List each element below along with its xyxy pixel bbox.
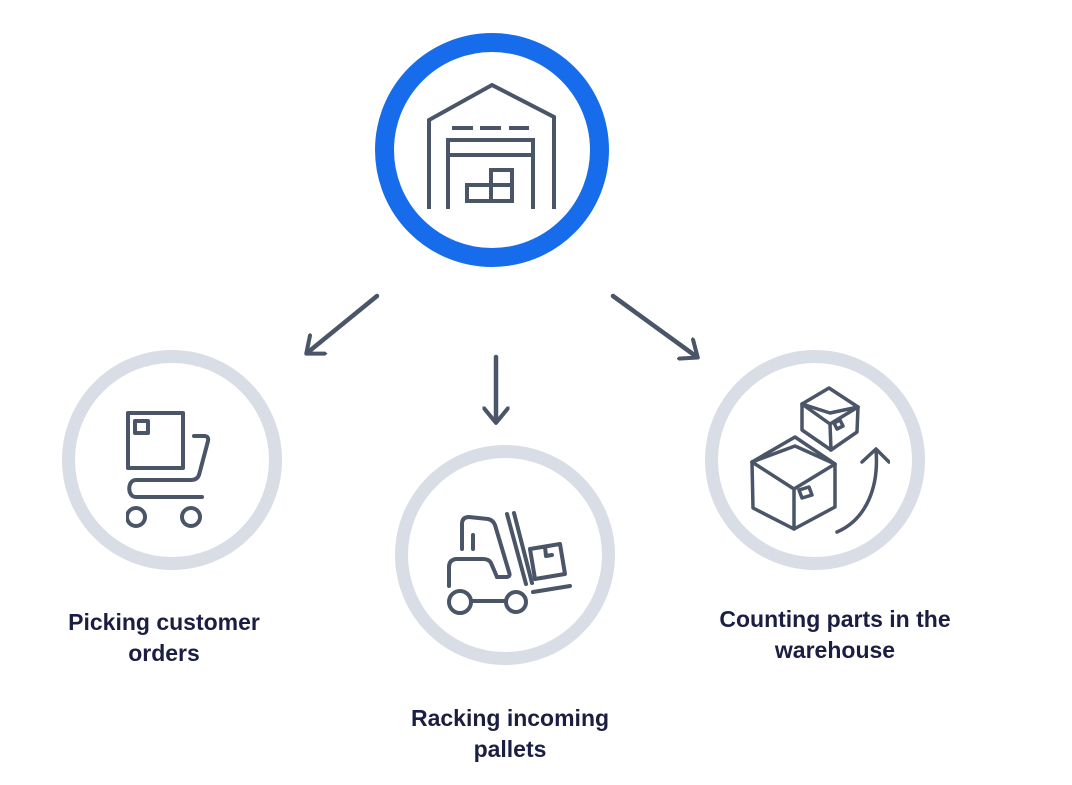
warehouse-icon: [427, 81, 557, 209]
cart-icon: [126, 411, 214, 529]
arrow-to-counting: [610, 293, 697, 357]
node-picking-orders: [62, 350, 282, 570]
arrow-to-picking: [307, 293, 380, 353]
node-warehouse: [375, 33, 609, 267]
node-counting-parts: [705, 350, 925, 570]
label-picking-customer-orders: Picking customer orders: [68, 609, 260, 666]
label-racking-incoming-pallets: Racking incoming pallets: [410, 705, 610, 762]
boxes-icon: [750, 382, 890, 536]
label-counting-parts-warehouse: Counting parts in the warehouse: [719, 606, 951, 663]
node-racking-pallets: [395, 445, 615, 665]
forklift-icon: [446, 510, 574, 616]
